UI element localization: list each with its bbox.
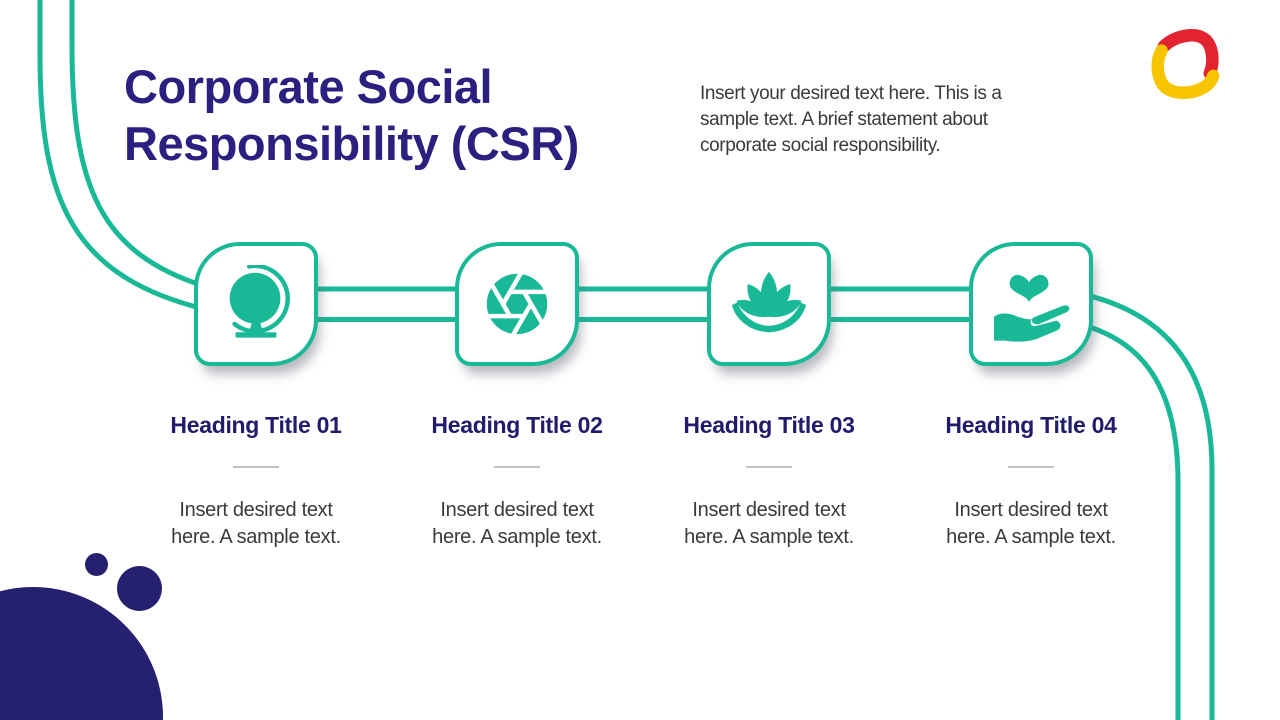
intro-text: Insert your desired text here. This is a… xyxy=(700,83,1002,156)
aperture-icon xyxy=(485,269,549,339)
step-heading-1: Heading Title 01 xyxy=(170,412,342,438)
step-body-3: Insert desired text here. A sample text. xyxy=(684,499,854,548)
step-card-2 xyxy=(455,242,579,366)
step-card-1 xyxy=(194,242,318,366)
heading-divider-1 xyxy=(233,466,279,468)
lotus-icon xyxy=(731,271,807,333)
left-curve-inner-line xyxy=(69,0,205,289)
hand-heart-icon xyxy=(993,274,1070,342)
globe-icon xyxy=(229,265,290,338)
heading-divider-4 xyxy=(1008,466,1054,468)
step-card-4 xyxy=(969,242,1093,366)
step-body-4: Insert desired text here. A sample text. xyxy=(946,499,1116,548)
step-card-3 xyxy=(707,242,831,366)
slide-title: Corporate Social Responsibility (CSR) xyxy=(124,60,579,170)
right-curve-outer-line xyxy=(1059,287,1215,720)
brand-logo xyxy=(1151,29,1220,99)
step-heading-4: Heading Title 04 xyxy=(945,412,1117,438)
heading-divider-3 xyxy=(746,466,792,468)
step-heading-3: Heading Title 03 xyxy=(683,412,855,438)
decor-circle-medium xyxy=(117,566,162,611)
left-curve-outer-line xyxy=(37,0,205,312)
step-body-1: Insert desired text here. A sample text. xyxy=(171,499,341,548)
logo-yellow-stroke xyxy=(1151,44,1220,99)
step-body-2: Insert desired text here. A sample text. xyxy=(432,499,602,548)
heading-divider-2 xyxy=(494,466,540,468)
step-heading-2: Heading Title 02 xyxy=(431,412,603,438)
logo-red-stroke xyxy=(1157,29,1219,80)
decor-circle-small xyxy=(85,553,108,576)
